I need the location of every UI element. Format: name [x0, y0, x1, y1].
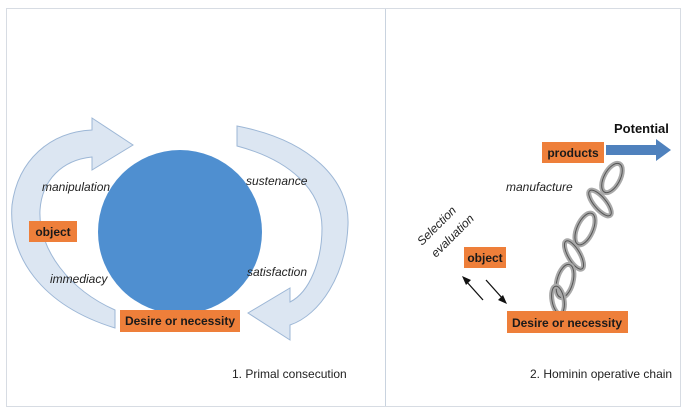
label-satisfaction: satisfaction	[247, 265, 307, 279]
potential-arrow	[606, 139, 671, 161]
cycle-arrow-left	[11, 117, 134, 329]
products-box	[542, 142, 604, 163]
label-manufacture: manufacture	[506, 180, 573, 194]
object-box-left-label: object	[35, 225, 70, 239]
caption-right: 2. Hominin operative chain	[530, 367, 672, 381]
caption-left: 1. Primal consecution	[232, 367, 347, 381]
label-sustenance: sustenance	[246, 174, 308, 188]
exchange-arrows-icon	[462, 276, 507, 304]
label-manipulation: manipulation	[42, 180, 110, 194]
label-potential: Potential	[614, 121, 669, 136]
desire-box-left-label: Desire or necessity	[125, 314, 235, 328]
center-circle	[98, 150, 262, 314]
primal-consecution-panel: manipulation sustenance immediacy satisf…	[11, 117, 349, 381]
chain-icon	[549, 160, 625, 317]
label-immediacy: immediacy	[50, 272, 108, 286]
products-box-label: products	[547, 146, 599, 160]
desire-box-left	[120, 310, 240, 332]
cycle-arrow-right	[236, 125, 349, 341]
object-box-left	[29, 221, 77, 242]
object-box-right-label: object	[467, 251, 502, 265]
desire-box-right-label: Desire or necessity	[512, 316, 622, 330]
object-box-right	[464, 247, 506, 268]
desire-box-right	[507, 311, 628, 333]
